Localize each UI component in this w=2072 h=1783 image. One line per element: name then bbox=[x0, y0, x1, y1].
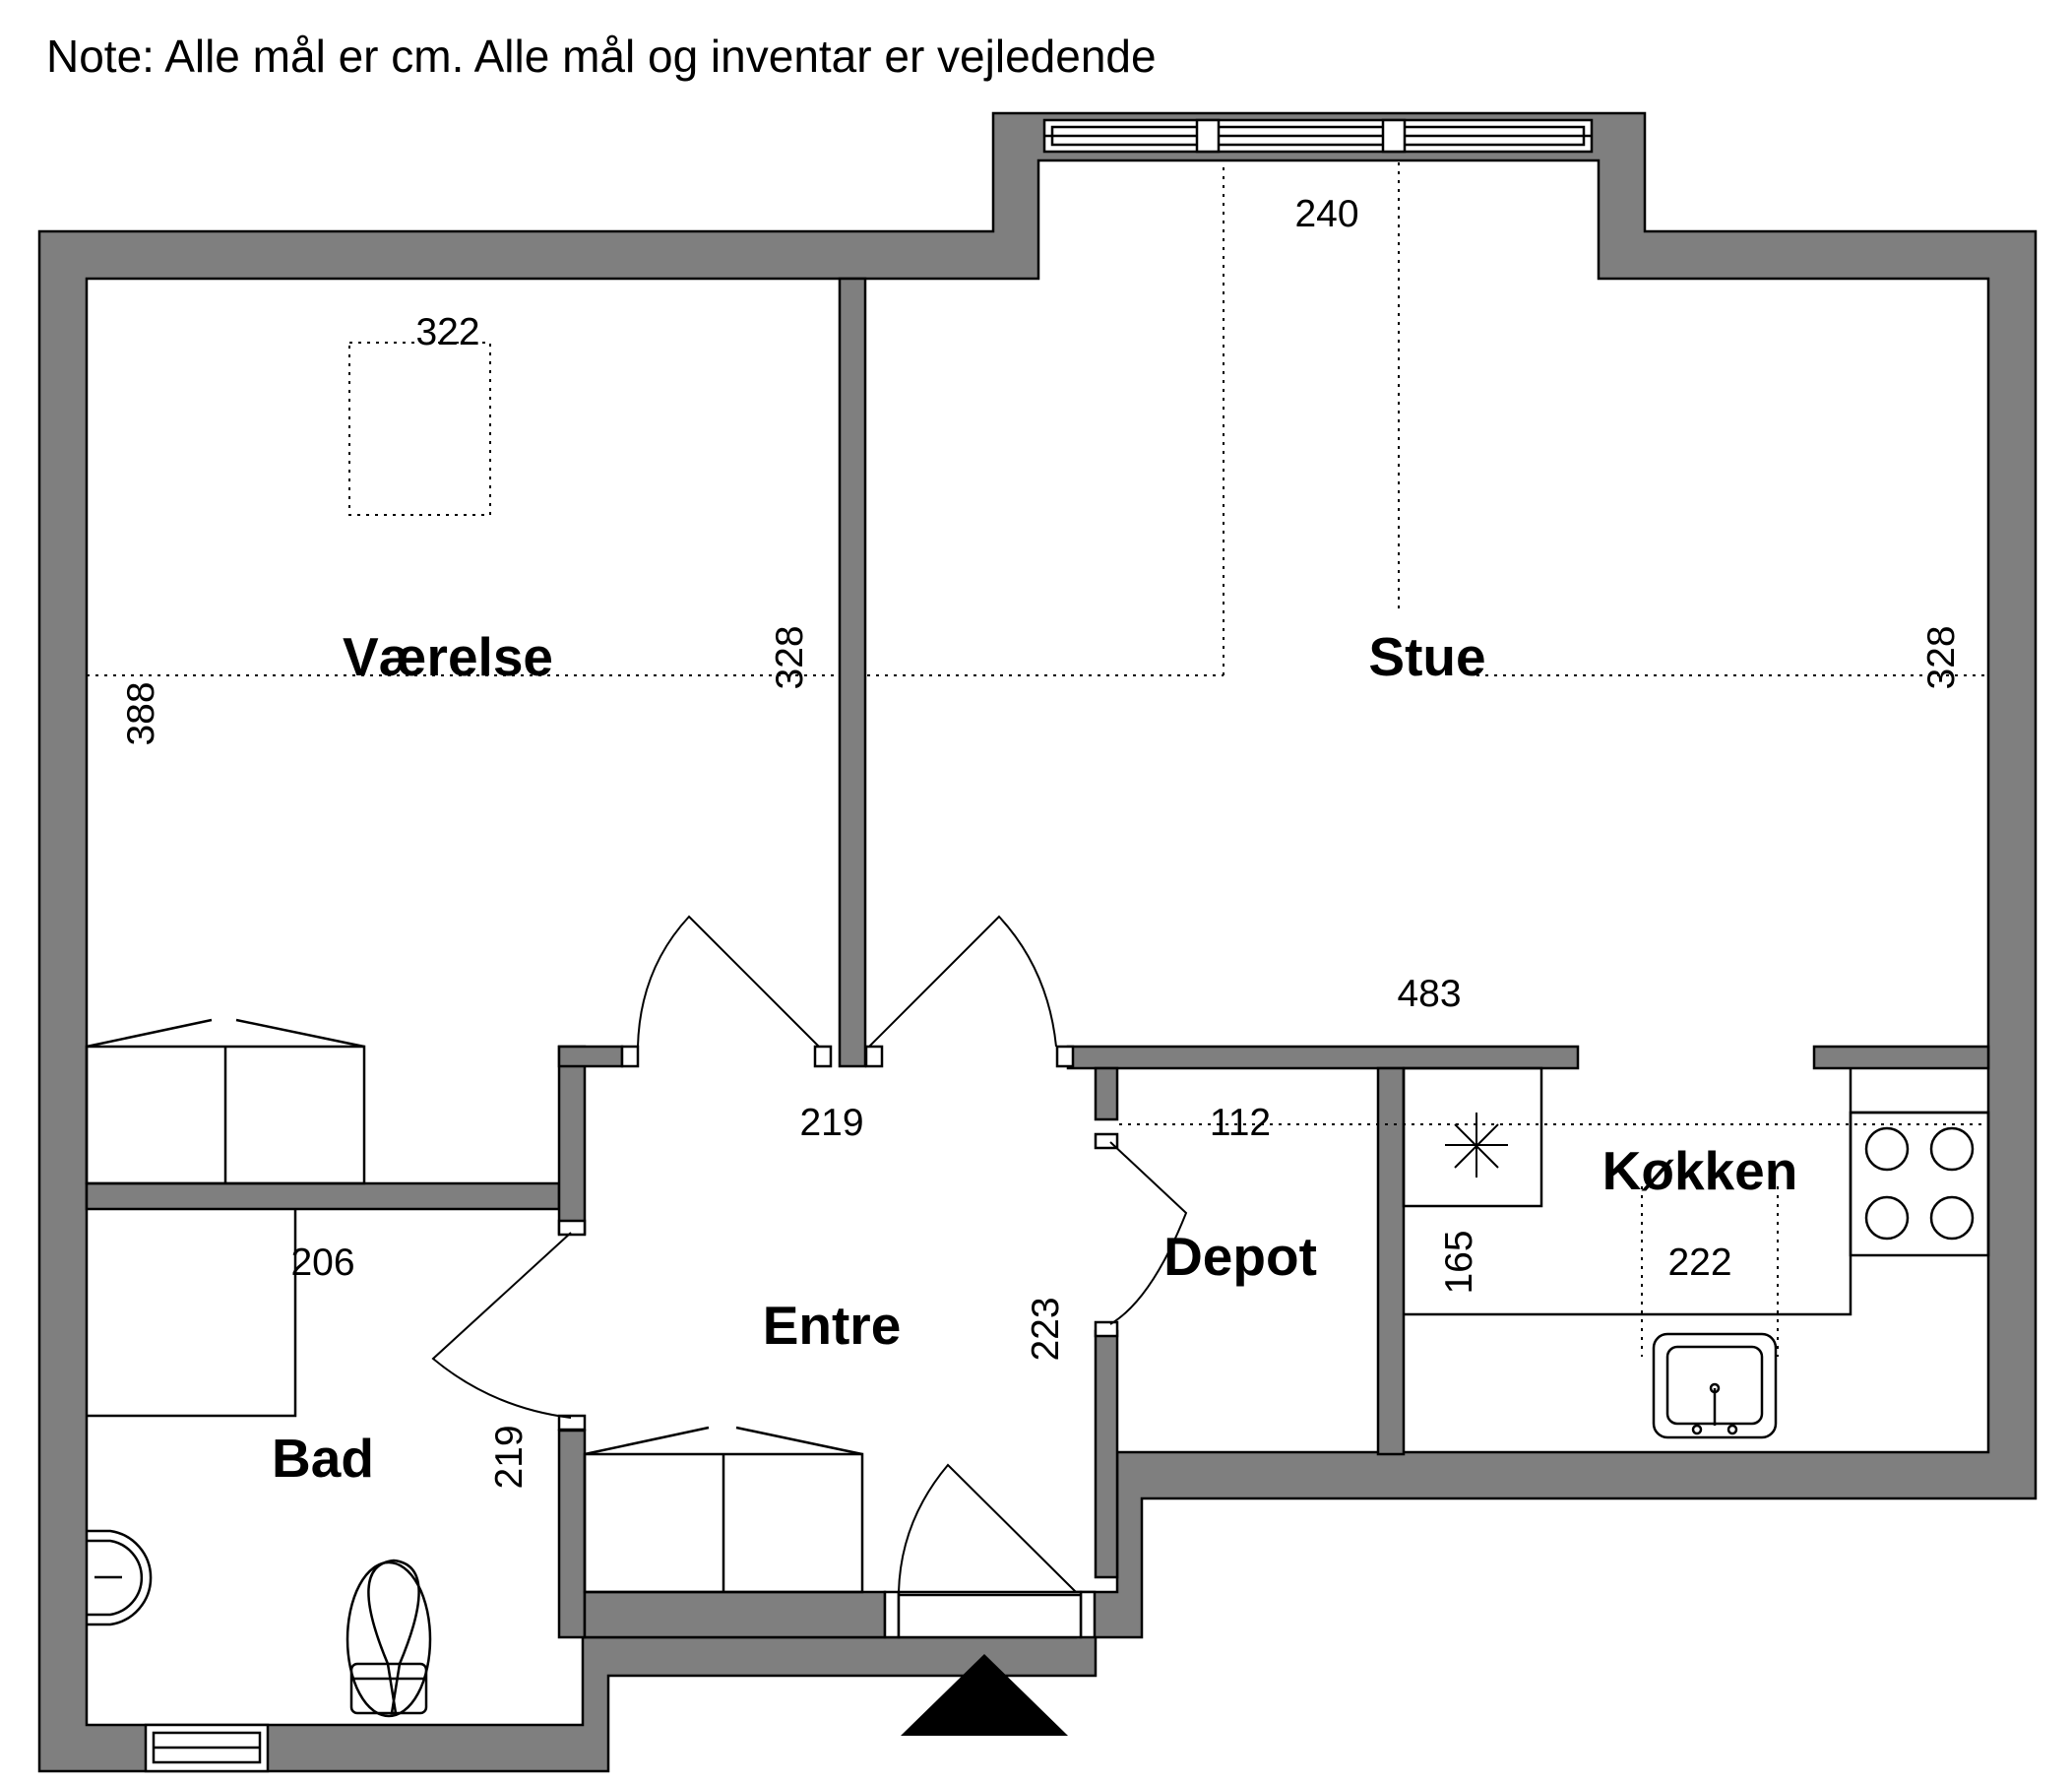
dim-stue-width: 483 bbox=[1397, 973, 1461, 1015]
wall-entre-east bbox=[1094, 1066, 1119, 1121]
wall-entre-west bbox=[557, 1045, 587, 1236]
wall-stue-south bbox=[1066, 1045, 1580, 1070]
room-label-entre: Entre bbox=[763, 1295, 902, 1356]
dim-vaerelse-depth: 388 bbox=[120, 681, 162, 745]
door-icon bbox=[868, 915, 1057, 1048]
door-icon bbox=[1109, 1141, 1188, 1325]
wall-entre-south bbox=[583, 1590, 887, 1639]
room-label-kokken: Køkken bbox=[1602, 1140, 1798, 1201]
stove-icon bbox=[1849, 1111, 1990, 1257]
dim-depot-width: 112 bbox=[1210, 1102, 1271, 1144]
wall-vaerelse-south bbox=[85, 1181, 561, 1211]
doors bbox=[431, 915, 1188, 1593]
wall-entre-north-left bbox=[557, 1045, 624, 1068]
dim-bad-depth: 219 bbox=[488, 1425, 531, 1489]
dim-kokken-depth: 165 bbox=[1438, 1230, 1480, 1294]
window-icon bbox=[144, 1723, 270, 1773]
wall-depot-east bbox=[1376, 1066, 1406, 1456]
door-icon bbox=[897, 1590, 1083, 1639]
outer-wall bbox=[37, 111, 2038, 1773]
room-label-bad: Bad bbox=[272, 1428, 374, 1489]
refrigerator-icon bbox=[1445, 1113, 1508, 1178]
closet-icon bbox=[583, 1426, 864, 1594]
dim-kokken-width: 222 bbox=[1667, 1242, 1731, 1284]
wall-vaerelse-stue bbox=[838, 277, 867, 1068]
window-icon bbox=[1042, 118, 1594, 154]
washbasin-icon bbox=[87, 1529, 153, 1626]
dim-entre-depth: 223 bbox=[1025, 1297, 1067, 1361]
closet-icon bbox=[85, 1018, 366, 1185]
dim-vaerelse-width: 322 bbox=[415, 311, 479, 353]
dim-bad-width: 206 bbox=[290, 1242, 354, 1284]
dimension-lines bbox=[87, 162, 1986, 1357]
walls bbox=[37, 111, 2038, 1773]
door-icon bbox=[898, 1463, 1077, 1593]
dim-entre-width: 219 bbox=[799, 1102, 863, 1144]
room-label-stue: Stue bbox=[1368, 626, 1485, 687]
bathtub-outline bbox=[87, 1209, 297, 1418]
wall-entre-west-lower bbox=[557, 1429, 587, 1639]
entrance-arrow-icon bbox=[901, 1654, 1068, 1736]
door-icon bbox=[637, 915, 820, 1048]
dim-stue-depth: 328 bbox=[1920, 625, 1963, 689]
door-jambs bbox=[557, 1045, 1119, 1639]
room-labels: Værelse Stue Entre Depot Køkken Bad bbox=[272, 626, 1797, 1489]
dim-stue-window: 240 bbox=[1294, 193, 1358, 235]
door-icon bbox=[431, 1232, 572, 1419]
wall-stue-south-right bbox=[1812, 1045, 1990, 1070]
dimension-labels: 322 388 328 240 328 483 219 223 112 165 … bbox=[120, 193, 1963, 1490]
toilet-icon bbox=[345, 1559, 432, 1718]
dim-vaerelse-partition: 328 bbox=[769, 625, 811, 689]
plan-note: Note: Alle mål er cm. Alle mål og invent… bbox=[46, 31, 1157, 82]
wall-entre-east-lower bbox=[1094, 1329, 1119, 1579]
room-label-vaerelse: Værelse bbox=[343, 626, 553, 687]
sink-icon bbox=[1652, 1332, 1778, 1439]
room-label-depot: Depot bbox=[1163, 1226, 1317, 1287]
